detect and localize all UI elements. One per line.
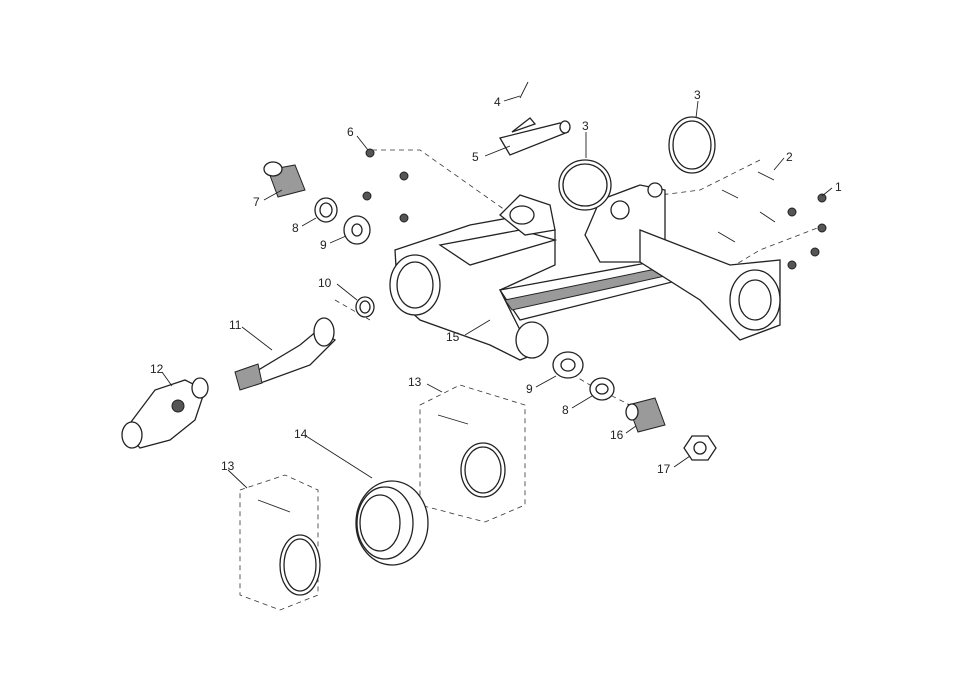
callout-17: 17 xyxy=(657,462,671,476)
swing-arm-part xyxy=(389,182,781,361)
clamp-part-upper xyxy=(419,384,526,523)
callout-16: 16 xyxy=(610,428,624,442)
universal-joint-part xyxy=(121,377,209,449)
callout-9-left: 9 xyxy=(320,238,327,252)
spring-part xyxy=(355,296,375,318)
callout-labels: 1 2 3 3 4 5 6 7 8 8 9 9 10 11 12 13 13 1… xyxy=(150,88,842,476)
callout-14: 14 xyxy=(294,427,308,441)
callout-11: 11 xyxy=(229,318,242,332)
callout-13-lower: 13 xyxy=(221,459,235,473)
callout-leader-lines xyxy=(161,95,833,489)
drive-shaft-part xyxy=(234,317,337,391)
clamp-part-lower xyxy=(239,474,321,611)
lock-nut-part xyxy=(683,435,717,461)
callout-3-right: 3 xyxy=(694,88,701,102)
callout-4: 4 xyxy=(494,95,501,109)
callout-12: 12 xyxy=(150,362,164,376)
callout-3-left: 3 xyxy=(582,119,589,133)
callout-8-right: 8 xyxy=(562,403,569,417)
callout-2: 2 xyxy=(786,150,793,164)
chain-guide-part xyxy=(498,81,571,156)
callout-13-upper: 13 xyxy=(408,375,422,389)
callout-8-left: 8 xyxy=(292,221,299,235)
rubber-boot-part xyxy=(355,480,429,566)
callout-9-right: 9 xyxy=(526,382,533,396)
callout-1: 1 xyxy=(835,180,842,194)
callout-7: 7 xyxy=(253,195,260,209)
callout-6: 6 xyxy=(347,125,354,139)
small-bolt-part xyxy=(362,148,409,223)
callout-15: 15 xyxy=(446,330,460,344)
bearing-part-right xyxy=(552,351,615,401)
o-ring-part xyxy=(558,116,716,211)
bolt-nut-set-part xyxy=(717,171,827,270)
bushing-part-left xyxy=(263,161,371,245)
bushing-part-right xyxy=(625,397,666,433)
callout-5: 5 xyxy=(472,150,479,164)
callout-10: 10 xyxy=(318,276,332,290)
